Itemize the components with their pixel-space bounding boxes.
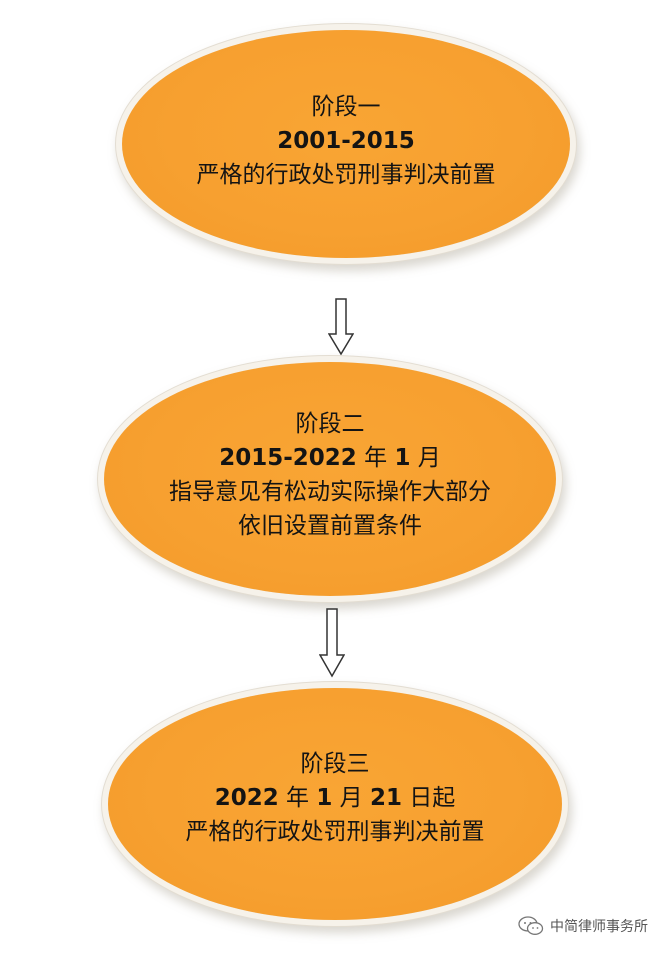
watermark: 中简律师事务所	[518, 916, 648, 936]
down-arrow-1-icon	[328, 298, 354, 356]
stage-3-desc: 严格的行政处罚刑事判决前置	[185, 819, 485, 845]
stage-1-title: 阶段一	[311, 94, 381, 120]
stage-1-period: 2001-2015	[277, 128, 415, 154]
watermark-text: 中简律师事务所	[550, 919, 648, 935]
stage-2-period: 2015-2022 年 1 月	[219, 445, 441, 471]
stage-2: 阶段二 2015-2022 年 1 月 指导意见有松动实际操作大部分 依旧设置前…	[104, 362, 556, 596]
stage-2-desc-line-1: 指导意见有松动实际操作大部分	[169, 479, 491, 505]
stage-1-ellipse	[122, 30, 570, 258]
stage-3-ellipse	[108, 688, 562, 920]
wechat-icon	[518, 916, 544, 935]
stage-2-desc-line-2: 依旧设置前置条件	[238, 513, 422, 539]
stage-2-title: 阶段二	[295, 411, 365, 437]
stage-2-ellipse	[104, 362, 556, 596]
stage-1: 阶段一 2001-2015 严格的行政处罚刑事判决前置	[122, 30, 570, 258]
stage-3-title: 阶段三	[300, 751, 370, 777]
stage-3-period: 2022 年 1 月 21 日起	[214, 785, 456, 811]
down-arrow-2-icon	[319, 608, 345, 678]
stage-3: 阶段三 2022 年 1 月 21 日起 严格的行政处罚刑事判决前置	[108, 688, 562, 920]
stage-1-desc: 严格的行政处罚刑事判决前置	[196, 162, 496, 188]
